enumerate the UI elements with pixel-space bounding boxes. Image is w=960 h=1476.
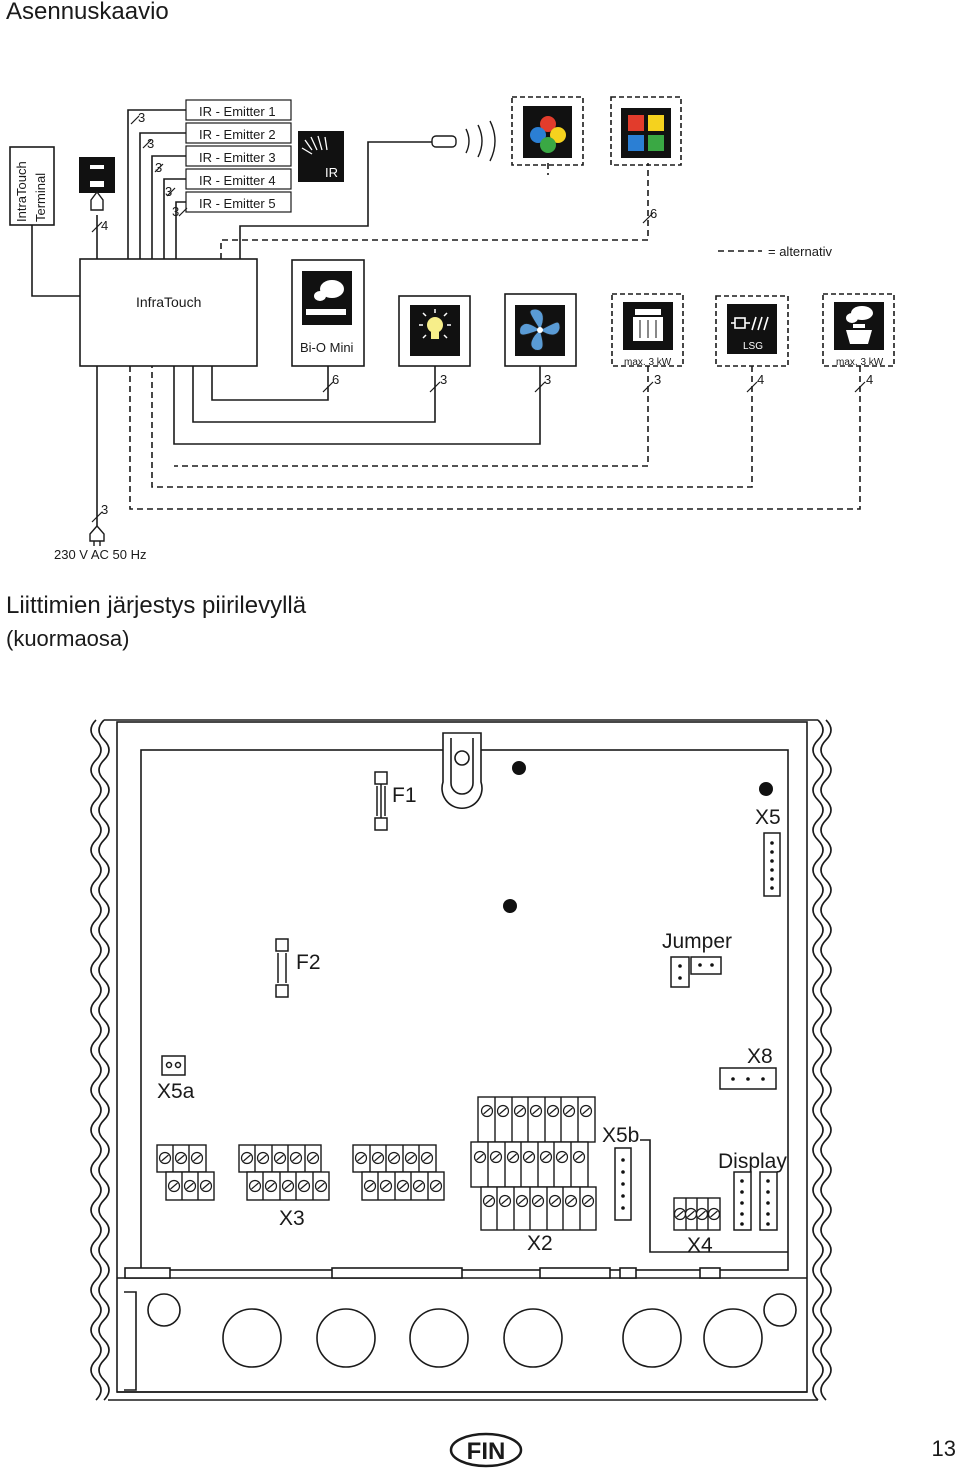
fuse-f1 <box>374 771 388 831</box>
page-number: 13 <box>931 1436 956 1461</box>
wire-count-power: 3 <box>101 502 108 517</box>
mount-hole <box>759 782 773 796</box>
wire-count-light: 3 <box>440 372 447 387</box>
emitter-2: IR - Emitter 2 <box>199 127 276 142</box>
emitter-4: IR - Emitter 4 <box>199 173 276 188</box>
fan-icon <box>515 305 565 356</box>
emitter-3: IR - Emitter 3 <box>199 150 276 165</box>
wire-count-heater2: 4 <box>866 372 873 387</box>
label-display: Display <box>718 1150 787 1173</box>
lsg-box <box>715 295 789 367</box>
sensor-icon <box>79 157 115 211</box>
connector-section-subtitle: (kuormaosa) <box>6 626 130 651</box>
color-panel-icon <box>621 108 671 158</box>
label-f1: F1 <box>392 784 417 807</box>
label-x4: X4 <box>687 1234 713 1257</box>
bio-box <box>291 259 365 367</box>
ir-emitter-icon: IR <box>298 131 344 182</box>
color-panel-box <box>610 96 682 166</box>
light-box <box>398 295 471 367</box>
wire-count-top-5: 3 <box>172 204 179 219</box>
connector-x5a <box>161 1055 186 1076</box>
connector-x8 <box>719 1067 777 1090</box>
wire-count-remote: 6 <box>650 206 657 221</box>
language-label: FIN <box>467 1438 506 1465</box>
emitter-1: IR - Emitter 1 <box>199 104 276 119</box>
wire-count-top-2: 3 <box>147 136 154 151</box>
heater-icon <box>623 302 673 350</box>
wire-count-heater1: 3 <box>654 372 661 387</box>
terminal-label-2: Terminal <box>33 173 48 222</box>
mount-hole <box>512 761 526 775</box>
lsg-relay-icon: LSG <box>727 304 777 354</box>
wire-count-sensor: 4 <box>101 218 108 233</box>
page-title: Asennuskaavio <box>6 0 169 25</box>
label-x8: X8 <box>747 1045 773 1068</box>
wire-count-top-1: 3 <box>138 110 145 125</box>
legend-label: = alternativ <box>768 244 832 259</box>
terminal-label-1: IntraTouch <box>14 161 29 222</box>
mount-hole <box>503 899 517 913</box>
steamer-icon <box>302 271 352 325</box>
controller-label: InfraTouch <box>136 294 201 310</box>
label-x5a: X5a <box>157 1080 195 1103</box>
wiring-diagram <box>9 96 895 528</box>
connector-x4 <box>673 1197 721 1231</box>
power-label: 230 V AC 50 Hz <box>54 547 147 562</box>
wire-count-lsg: 4 <box>757 372 764 387</box>
lamp-icon <box>410 305 460 356</box>
connector-x2 <box>470 1096 597 1231</box>
connector-x5b <box>614 1147 632 1221</box>
jumper <box>670 956 722 988</box>
connector-x3 <box>156 1144 445 1201</box>
connector-x5 <box>763 832 781 897</box>
max-heater-1: max. 3 kW <box>624 357 672 368</box>
fan-box <box>504 293 577 367</box>
connector-display <box>733 1171 778 1231</box>
remote-icon <box>431 120 496 162</box>
label-jumper: Jumper <box>662 930 732 953</box>
circuit-board <box>90 719 832 1401</box>
wire-count-top-3: 3 <box>155 160 162 175</box>
emitter-5: IR - Emitter 5 <box>199 196 276 211</box>
heater1-box <box>611 293 684 367</box>
label-x5: X5 <box>755 806 781 829</box>
wire-count-bio: 6 <box>332 372 339 387</box>
color-light-box <box>511 96 584 166</box>
label-f2: F2 <box>296 951 321 974</box>
bio-label: Bi-O Mini <box>300 340 354 355</box>
label-x3: X3 <box>279 1207 305 1230</box>
wire-count-top-4: 3 <box>165 184 172 199</box>
steam-heater-icon <box>834 302 884 350</box>
lsg-label: LSG <box>743 341 763 352</box>
heater2-box <box>822 293 895 367</box>
controller-box <box>79 258 258 367</box>
label-x5b: X5b <box>602 1124 639 1147</box>
wire-count-fan: 3 <box>544 372 551 387</box>
ir-label: IR <box>325 165 338 180</box>
power-plug-icon <box>89 524 105 546</box>
connector-section-title: Liittimien järjestys piirilevyllä <box>6 592 307 619</box>
color-light-icon <box>523 106 572 158</box>
max-heater-2: max. 3 kW <box>836 357 884 368</box>
fuse-f2 <box>275 938 289 998</box>
label-x2: X2 <box>527 1232 553 1255</box>
language-badge: FIN <box>449 1432 523 1468</box>
